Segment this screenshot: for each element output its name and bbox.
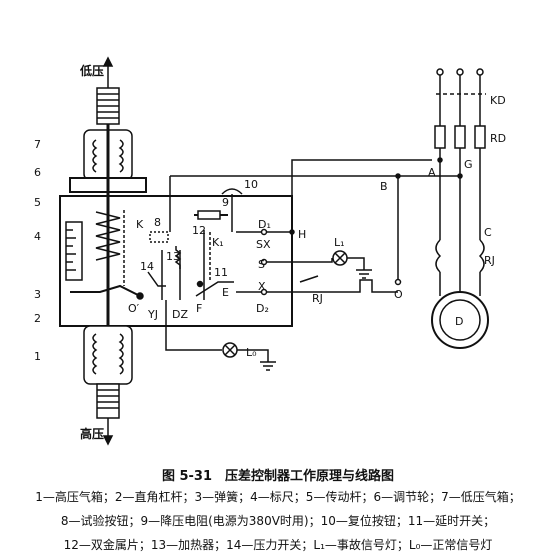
label-11: 11 [214, 266, 228, 279]
label-D1: D₁ [258, 218, 271, 231]
label-B: B [380, 180, 388, 193]
high-pressure-arrow [102, 435, 114, 446]
pivot-F [196, 280, 204, 288]
label-E: E [222, 286, 229, 299]
node-O [394, 278, 402, 286]
label-2: 2 [34, 312, 41, 325]
label-low-pressure: 低压 [79, 63, 104, 78]
label-D2: D₂ [256, 302, 269, 315]
reset-button [221, 188, 243, 195]
label-13: 13 [166, 250, 180, 263]
label-7: 7 [34, 138, 41, 151]
label-1: 1 [34, 350, 41, 363]
label-S: S [258, 258, 265, 271]
label-L0: L₀ [246, 346, 257, 359]
contact-E-lever [195, 281, 234, 297]
resistor-body [197, 210, 221, 220]
legend-line-1: 1—高压气箱；2—直角杠杆；3—弹簧；4—标尺；5—传动杆；6—调节轮；7—低压… [35, 490, 521, 504]
low-pressure-nut [96, 87, 120, 125]
low-bellows-folds [92, 139, 124, 173]
label-5: 5 [34, 196, 41, 209]
label-RJ-motor: RJ [484, 254, 495, 267]
label-K: K [136, 218, 144, 231]
lamp-L0-cross [224, 344, 236, 356]
label-6: 6 [34, 166, 41, 179]
label-X: X [258, 280, 266, 293]
motor-inner [439, 299, 481, 341]
label-DZ: DZ [172, 308, 188, 321]
label-O-prime: O′ [128, 302, 140, 315]
high-bellows-folds [92, 333, 124, 375]
ground-L1 [356, 269, 372, 279]
label-H: H [298, 228, 306, 241]
label-10: 10 [244, 178, 258, 191]
label-14: 14 [140, 260, 154, 273]
label-L1: L₁ [334, 236, 345, 249]
label-RJ-switch: RJ [312, 292, 323, 305]
right-angle-lever [70, 284, 141, 297]
lamp-L1-cross [334, 252, 346, 264]
wiring-diagram: 低压 高压 1 2 3 4 5 6 7 8 9 10 11 12 13 14 K… [34, 56, 506, 446]
test-button [149, 231, 169, 243]
label-4: 4 [34, 230, 41, 243]
label-SX: SX [256, 238, 271, 251]
wire-L1-ground [347, 257, 365, 270]
legend-line-2: 8—试验按钮；9—降压电阻(电源为380V时用)；10—复位按钮；11—延时开关… [60, 514, 496, 528]
label-RD: RD [490, 132, 506, 145]
low-pressure-arrow [102, 56, 114, 67]
spring [95, 211, 121, 261]
controller-housing [59, 195, 293, 327]
label-C: C [484, 226, 492, 239]
three-phase-supply [434, 68, 486, 296]
pressure-switch [147, 271, 166, 287]
rj-switch-contact [299, 275, 319, 283]
wire-L0-ground [237, 349, 269, 362]
wire-H-A [291, 159, 432, 232]
lever-pivot-O [136, 292, 144, 300]
high-pressure-nut [96, 383, 120, 419]
label-9: 9 [222, 196, 229, 209]
figure-title: 图 5-31 压差控制器工作原理与线路图 [161, 469, 395, 484]
label-8: 8 [154, 216, 161, 229]
label-A: A [428, 166, 436, 179]
label-high-pressure: 高压 [80, 426, 104, 441]
heater [174, 246, 182, 269]
high-pressure-bellows [83, 325, 133, 385]
label-D-motor: D [455, 315, 463, 328]
legend-line-3: 12—双金属片；13—加热器；14—压力开关；L₁—事故信号灯；L₀—正常信号灯 [63, 538, 493, 552]
ground-L0 [260, 361, 276, 371]
label-G: G [464, 158, 473, 171]
label-3: 3 [34, 288, 41, 301]
wire-S-L1 [266, 258, 333, 263]
label-K1: K₁ [212, 236, 224, 249]
label-YJ: YJ [147, 308, 158, 321]
label-O: O [394, 288, 403, 301]
wire-X-RJ [266, 279, 398, 293]
label-F: F [196, 302, 202, 315]
scale [65, 221, 83, 281]
label-12: 12 [192, 224, 206, 237]
wire-to-L0 [165, 300, 222, 351]
label-KD: KD [490, 94, 506, 107]
